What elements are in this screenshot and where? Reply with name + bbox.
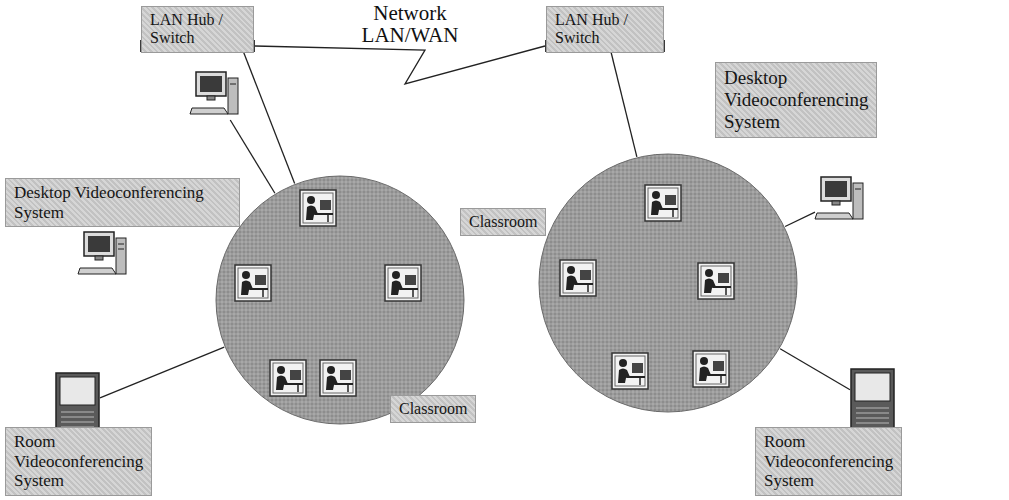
hub-switch: LAN Hub / Switch	[545, 40, 665, 52]
network-connection	[780, 349, 850, 390]
label-box: Classroom	[460, 208, 546, 236]
network-label: Network LAN/WAN	[357, 2, 463, 46]
hub-switch: LAN Hub / Switch	[140, 40, 255, 52]
student-icon	[698, 263, 734, 299]
desktop-system-node: Desktop Videoconferencing System	[190, 70, 240, 120]
classroom-circle	[215, 175, 465, 425]
student-icon	[612, 353, 648, 389]
classroom-node: Classroom	[538, 153, 798, 413]
student-icon	[645, 185, 681, 221]
label-box: LAN Hub / Switch	[141, 6, 254, 53]
student-icon	[300, 190, 336, 226]
student-icon	[693, 351, 729, 387]
network-connection	[255, 46, 545, 84]
desktop-system-node: Desktop Videoconferencing System	[815, 175, 865, 225]
desktop-computer-icon	[190, 70, 240, 120]
room-system-node: Room Videoconferencing System	[850, 368, 895, 438]
classroom-circle	[538, 153, 798, 413]
network-connection	[100, 347, 224, 398]
classroom-node: Classroom	[215, 175, 465, 425]
student-icon	[385, 265, 421, 301]
room-system-node: Room Videoconferencing System	[55, 372, 100, 442]
desktop-computer-icon	[815, 175, 865, 225]
network-connection	[244, 52, 295, 184]
desktop-computer-icon	[78, 232, 126, 274]
student-icon	[235, 265, 271, 301]
student-icon	[320, 360, 356, 396]
student-icon	[270, 360, 306, 396]
label-box: Classroom	[390, 395, 476, 423]
label-box: Room Videoconferencing System	[755, 427, 902, 496]
label-box: Desktop Videoconferencing System	[715, 62, 877, 138]
label-box: Room Videoconferencing System	[5, 427, 152, 496]
label-box: Desktop Videoconferencing System	[5, 178, 240, 227]
student-icon	[560, 260, 596, 296]
label-box: LAN Hub / Switch	[546, 6, 664, 53]
network-connection	[785, 212, 815, 226]
network-connection	[611, 52, 637, 157]
